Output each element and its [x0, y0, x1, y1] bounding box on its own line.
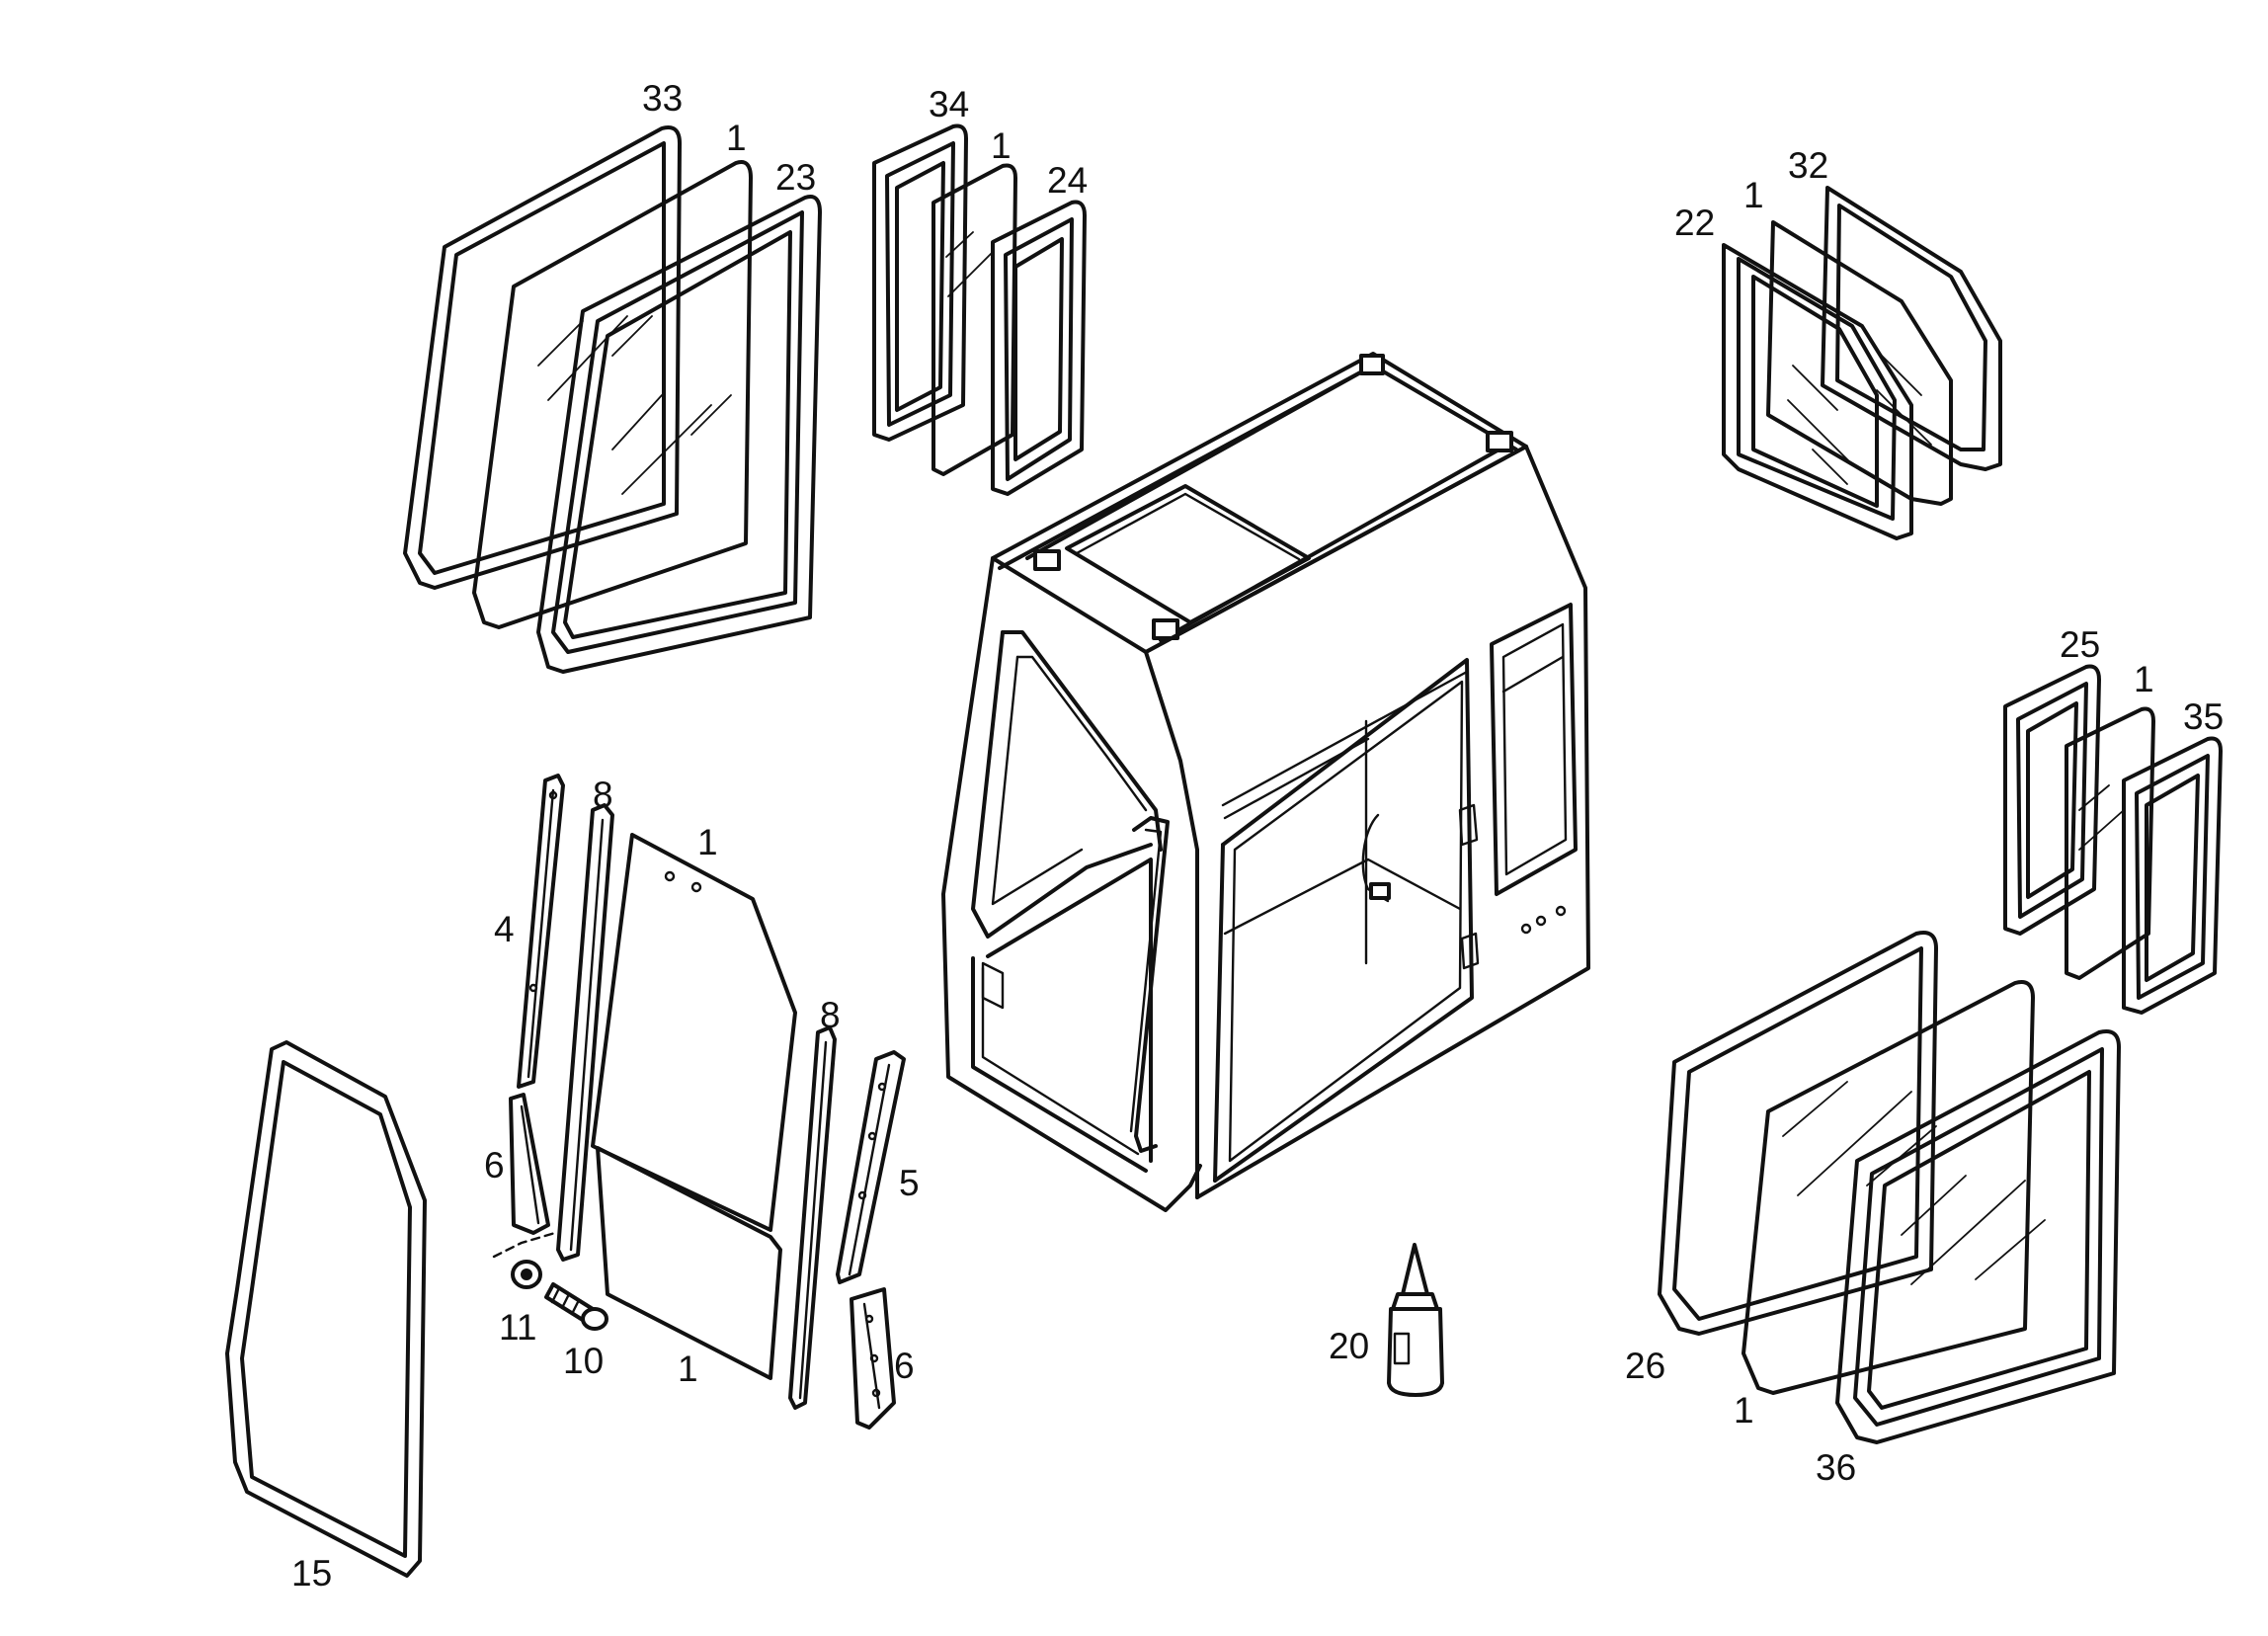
seal-26 — [1658, 931, 1938, 1336]
cab-body — [941, 352, 1590, 1212]
window-set-front-upper — [403, 125, 822, 674]
callout-8-right: 8 — [820, 995, 841, 1035]
glass-1-rear-upper — [1766, 220, 1953, 506]
bar-6-right — [850, 1287, 896, 1430]
callout-34: 34 — [929, 84, 969, 124]
strip-4 — [517, 774, 565, 1089]
seal-15 — [225, 1040, 427, 1578]
callout-1-side-small: 1 — [2134, 659, 2154, 699]
door-window-group — [225, 774, 906, 1578]
glass-1-rear-lower — [1742, 980, 2035, 1395]
callout-11: 11 — [499, 1307, 536, 1348]
seal-25 — [2003, 664, 2101, 936]
callout-8-left: 8 — [593, 775, 613, 815]
callout-1-door-panel: 1 — [678, 1349, 698, 1389]
callout-1-rear-upper: 1 — [1743, 175, 1764, 215]
glass-1-side-small — [2065, 706, 2155, 980]
callout-5: 5 — [899, 1163, 920, 1203]
strip-8-left — [556, 803, 614, 1262]
seal-32 — [1821, 186, 2002, 471]
callout-36: 36 — [1816, 1447, 1856, 1488]
callout-1-door-glass: 1 — [697, 822, 718, 862]
screw-10 — [544, 1282, 608, 1331]
callout-35: 35 — [2183, 696, 2224, 737]
callout-33: 33 — [642, 78, 683, 119]
seal-36 — [1835, 1029, 2121, 1444]
callout-15: 15 — [291, 1553, 332, 1594]
callout-25: 25 — [2060, 624, 2100, 665]
seal-33 — [403, 125, 682, 590]
callout-22: 22 — [1674, 203, 1715, 243]
washer-11 — [511, 1260, 542, 1289]
adhesive-bottle-20 — [1387, 1243, 1444, 1397]
strip-6-left — [509, 1093, 550, 1235]
callout-6-right: 6 — [894, 1346, 915, 1386]
callouts: 33 1 23 34 1 24 32 1 22 25 1 35 26 1 36 … — [291, 78, 2224, 1594]
seal-35 — [2122, 736, 2223, 1015]
seal-23 — [536, 195, 822, 674]
callout-1-front-upper: 1 — [726, 118, 747, 158]
callout-1-rear-lower: 1 — [1734, 1390, 1754, 1431]
seal-24 — [991, 200, 1087, 496]
callout-4: 4 — [494, 909, 515, 949]
glass-1-upper-small — [932, 163, 1017, 476]
callout-24: 24 — [1047, 160, 1088, 201]
callout-1-upper-small: 1 — [991, 125, 1012, 166]
door-glass-upper — [591, 833, 797, 1232]
strip-8-right — [788, 1025, 837, 1410]
callout-6-left: 6 — [484, 1145, 505, 1186]
callout-10: 10 — [563, 1341, 604, 1381]
bar-5 — [836, 1050, 906, 1284]
callout-32: 32 — [1788, 145, 1828, 186]
window-set-rear-upper — [1722, 186, 2002, 540]
door-panel-lower — [596, 1146, 782, 1380]
glass-1-front-upper — [472, 160, 753, 629]
seal-34 — [872, 123, 968, 442]
callout-26: 26 — [1625, 1346, 1665, 1386]
window-set-upper-small — [872, 123, 1087, 496]
callout-20: 20 — [1329, 1326, 1369, 1366]
window-set-rear-lower — [1658, 931, 2121, 1444]
window-set-side-small — [2003, 664, 2223, 1015]
seal-22 — [1722, 243, 1913, 540]
callout-23: 23 — [775, 157, 816, 198]
